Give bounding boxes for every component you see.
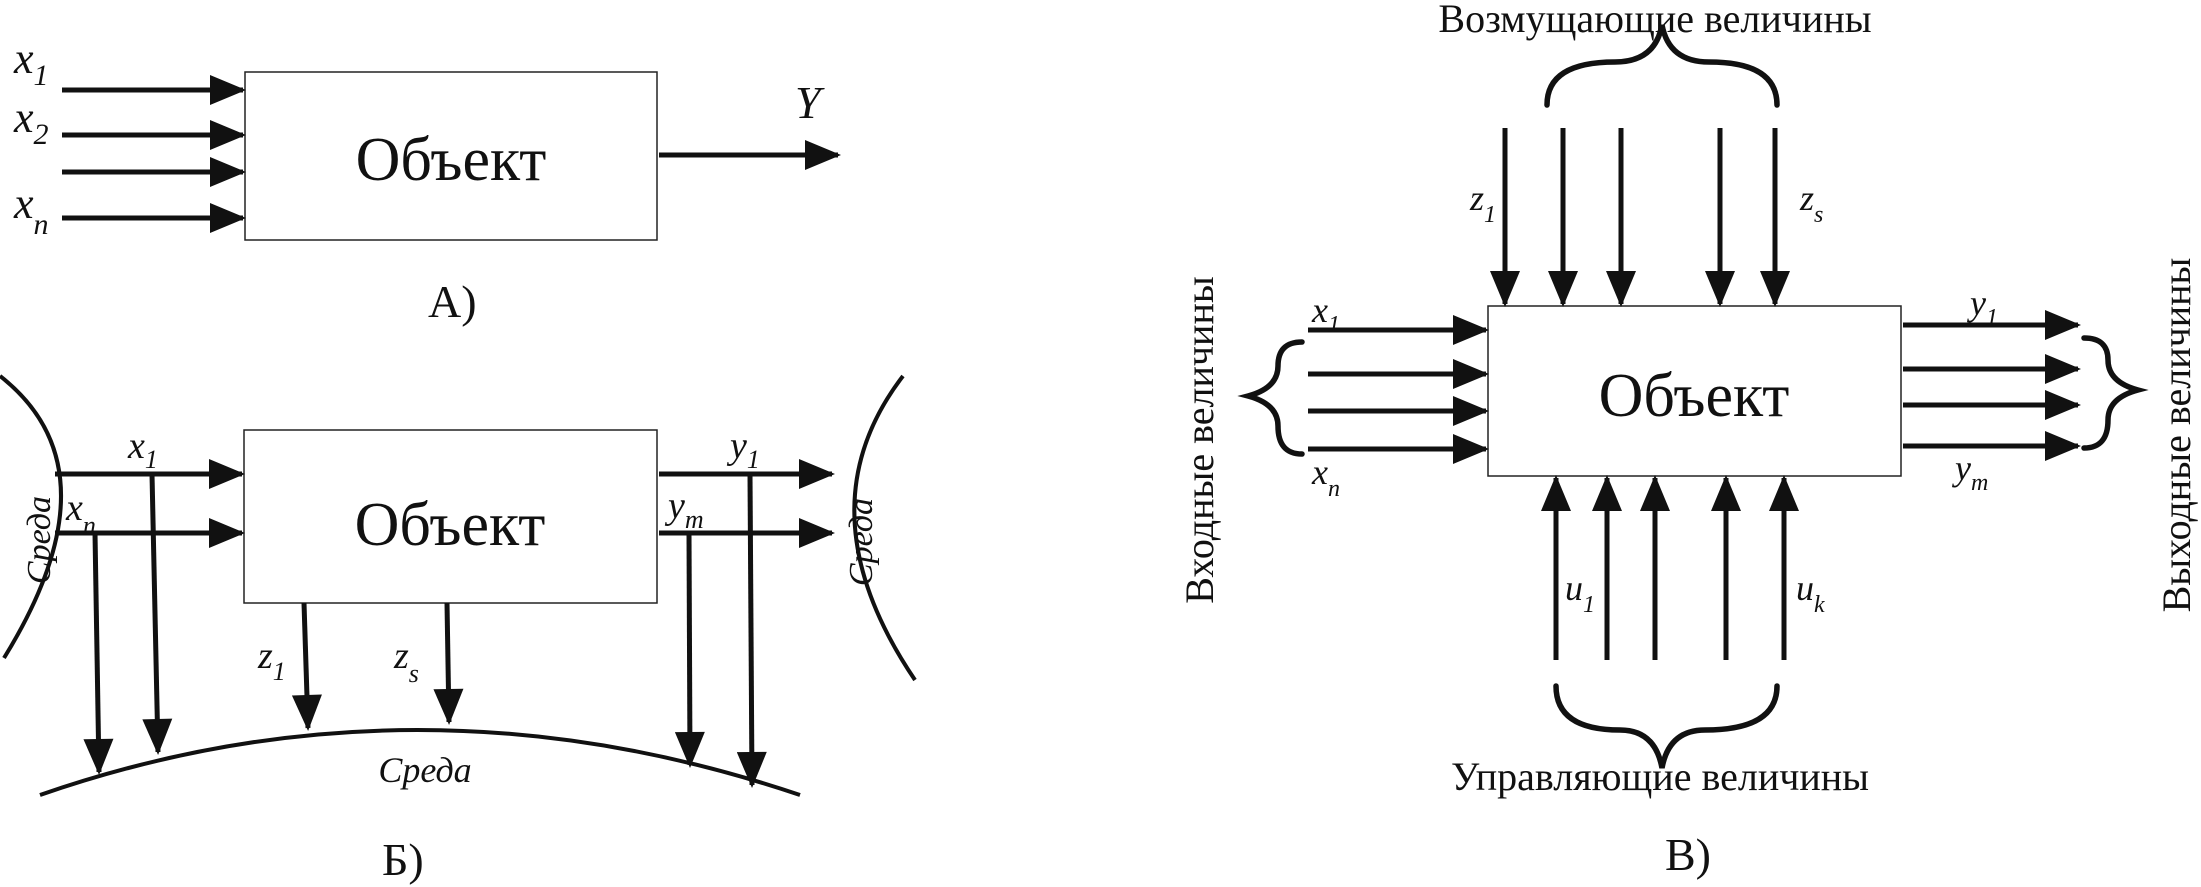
disturbances-label: Возмущающие величины	[1438, 0, 1871, 41]
object-box-b	[243, 429, 658, 604]
label-x1: x1	[127, 425, 158, 474]
label-zs: zs	[393, 635, 419, 688]
input-x1-to-env-arrow	[142, 473, 173, 755]
caption-a: А)	[428, 276, 477, 327]
caption-c: В)	[1665, 829, 1711, 880]
disturbance-arrow-z1	[291, 602, 322, 731]
diagram-a: Объект x1 x2 xn Y А)	[13, 34, 841, 327]
brace-top	[1544, 24, 1780, 108]
brace-left	[1237, 339, 1305, 457]
disturbance-arrow-zs	[433, 602, 464, 725]
output-label-y: Y	[795, 77, 825, 128]
object-label-b: Объект	[355, 491, 546, 559]
outputs-label: Выходные величины	[2154, 258, 2199, 613]
label-xn: xn	[65, 487, 96, 540]
input-label-x1: x1	[13, 34, 49, 92]
caption-b: Б)	[382, 834, 424, 885]
label-ym: ym	[1952, 448, 1988, 496]
diagram-c: Объект Возмущающие величины Управляющие …	[1177, 0, 2199, 880]
label-z1: z1	[1469, 178, 1496, 228]
diagram-b: Объект x1 xn y1 ym z1 zs Среда Среда Сре…	[0, 374, 917, 885]
output-y1-to-env-arrow	[736, 473, 767, 788]
input-xn-to-env-arrow	[83, 532, 114, 775]
environment-curve-right	[852, 374, 917, 682]
environment-label-right: Среда	[843, 498, 880, 586]
object-box-a	[244, 71, 658, 241]
label-u1: u1	[1565, 568, 1595, 618]
brace-right	[2081, 335, 2149, 451]
object-label-a: Объект	[356, 126, 547, 194]
label-x1: x1	[1311, 290, 1340, 338]
inputs-label: Входные величины	[1177, 276, 1222, 603]
label-zs: zs	[1799, 178, 1823, 228]
label-z1: z1	[257, 635, 286, 686]
label-y1: y1	[1967, 283, 1998, 331]
label-y1: y1	[726, 425, 760, 474]
input-label-x2: x2	[13, 93, 49, 151]
input-label-xn: xn	[13, 179, 49, 241]
label-uk: uk	[1796, 568, 1825, 618]
environment-label-left: Среда	[21, 496, 58, 584]
environment-label-bottom: Среда	[378, 750, 471, 790]
object-box-c	[1487, 305, 1902, 477]
label-xn: xn	[1311, 452, 1340, 502]
brace-bottom	[1553, 683, 1780, 769]
label-ym: ym	[664, 485, 704, 534]
environment-curve-left	[0, 374, 63, 660]
controls-label: Управляющие величины	[1451, 754, 1869, 799]
object-label-c: Объект	[1599, 362, 1790, 430]
output-ym-to-env-arrow	[674, 532, 705, 768]
